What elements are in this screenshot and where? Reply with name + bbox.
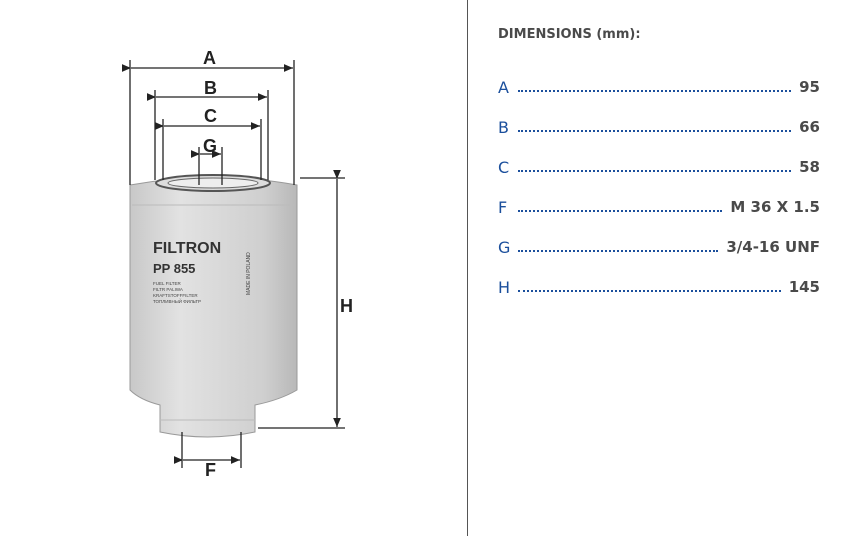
dotted-leader [518, 250, 719, 252]
dimension-key: C [498, 157, 510, 177]
dim-label-g: G [203, 136, 217, 156]
dimension-key: B [498, 117, 509, 137]
dimension-row-h: H 145 [498, 277, 820, 297]
product-line: FUEL FILTER [153, 281, 182, 286]
dimension-value: 66 [799, 118, 820, 136]
dotted-leader [518, 290, 781, 292]
dotted-leader [518, 130, 792, 132]
product-line: ТОПЛИВНЫЙ ФИЛЬТР [153, 297, 201, 304]
dim-label-c: C [204, 106, 217, 126]
dimension-value: 58 [799, 158, 820, 176]
dimension-key: G [498, 237, 511, 257]
dimension-row-b: B 66 [498, 117, 820, 137]
dim-label-h: H [340, 296, 353, 316]
dim-label-f: F [205, 460, 216, 480]
dimension-lines [121, 60, 345, 468]
dimensions-heading: DIMENSIONS (mm): [498, 27, 641, 42]
dimension-key: A [498, 77, 509, 97]
dimension-value: M 36 X 1.5 [730, 198, 820, 216]
divider [467, 0, 468, 536]
dim-label-a: A [203, 48, 216, 68]
dimension-row-a: A 95 [498, 77, 820, 97]
origin-label: MADE IN POLAND [246, 252, 252, 295]
dimension-value: 95 [799, 78, 820, 96]
product-line: FILTR PALIWA [153, 287, 183, 292]
dotted-leader [518, 170, 792, 172]
dimension-row-c: C 58 [498, 157, 820, 177]
dimension-row-g: G 3/4-16 UNF [498, 237, 820, 257]
filter-drawing: FILTRON PP 855 FUEL FILTER FILTR PALIWA … [121, 48, 353, 480]
filter-body [129, 174, 298, 438]
dotted-leader [518, 210, 723, 212]
dotted-leader [518, 90, 792, 92]
brand-logo: FILTRON [153, 240, 221, 257]
model-label: PP 855 [153, 261, 195, 276]
dimension-value: 145 [788, 278, 820, 296]
dimension-key: F [498, 197, 508, 217]
dimension-value: 3/4-16 UNF [726, 238, 820, 256]
dim-label-b: B [204, 78, 217, 98]
dimension-row-f: F M 36 X 1.5 [498, 197, 820, 217]
dimension-key: H [498, 277, 511, 297]
product-line: KRAFTSTOFFFILTER [153, 293, 198, 298]
